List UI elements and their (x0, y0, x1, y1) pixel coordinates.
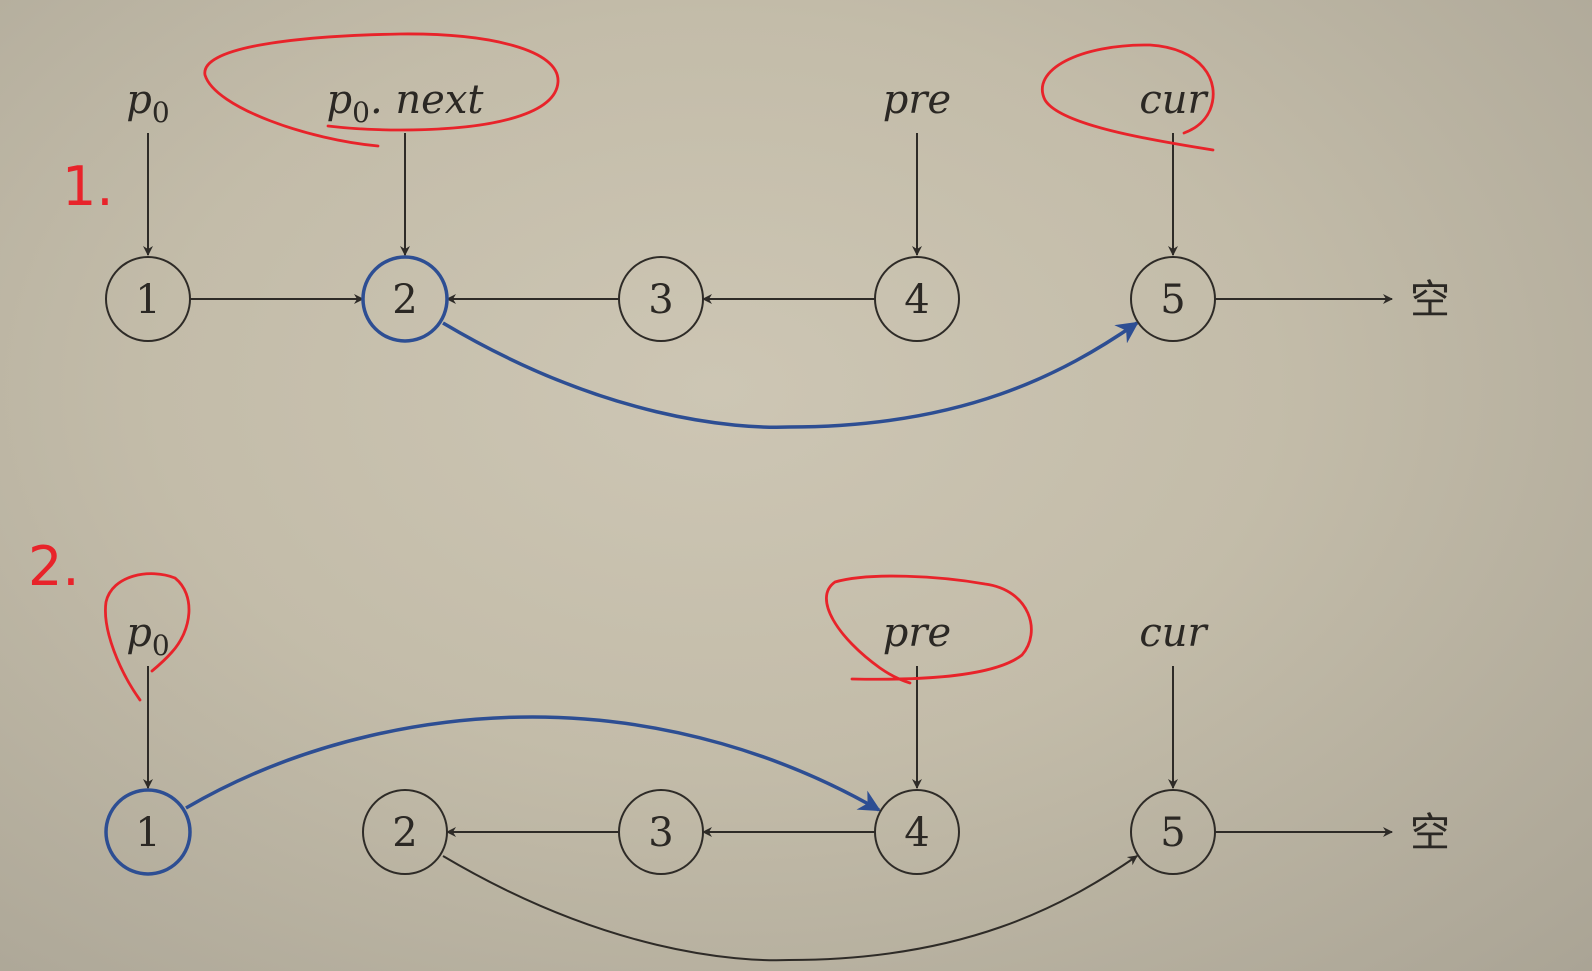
pointer-label: p0 (126, 610, 169, 662)
node-label: 1 (135, 277, 160, 323)
pointer-name: p (327, 77, 353, 123)
node-label: 3 (648, 810, 673, 856)
edge-2-to-5 (442, 855, 1138, 962)
pointer-name: cur (1139, 610, 1209, 656)
null-label: 空 (1410, 277, 1450, 323)
pointer-label: p0. next (327, 77, 485, 129)
pointer-name: pre (883, 610, 951, 656)
null-label: 空 (1410, 810, 1450, 856)
step-number: 1. (62, 155, 114, 218)
annotation-circle (104, 572, 191, 702)
node-circle (874, 789, 960, 875)
node-circle (105, 256, 191, 342)
node-label: 4 (904, 277, 929, 323)
node-circle (618, 256, 704, 342)
node-label: 3 (648, 277, 673, 323)
annotation-circle (1041, 43, 1215, 152)
node-circle (1130, 789, 1216, 875)
highlighted-node-circle (104, 788, 192, 876)
pointer-label: p0 (126, 77, 169, 129)
node-label: 2 (392, 277, 417, 323)
pointer-subscript: 0 (152, 629, 170, 662)
node-circle (874, 256, 960, 342)
pointer-label: pre (883, 610, 951, 656)
node-label: 5 (1160, 277, 1185, 323)
node-label: 5 (1160, 810, 1185, 856)
pointer-suffix: . next (370, 77, 484, 123)
annotation-circle (825, 574, 1033, 685)
pointer-label: cur (1139, 77, 1209, 123)
pointer-label: pre (883, 77, 951, 123)
pointer-label: cur (1139, 610, 1209, 656)
node-label: 4 (904, 810, 929, 856)
step-number: 2. (28, 535, 80, 598)
pointer-name: pre (883, 77, 951, 123)
highlighted-node-circle (361, 255, 449, 343)
annotation-circle (203, 32, 560, 148)
pointer-subscript: 0 (352, 96, 370, 129)
node-label: 1 (135, 810, 160, 856)
pointer-subscript: 0 (152, 96, 170, 129)
node-circle (1130, 256, 1216, 342)
node-circle (618, 789, 704, 875)
diagram-step-2: 2. 1 2 3 4 5 空 p0 pre cur (28, 535, 1450, 962)
edge-1-to-4 (185, 715, 881, 812)
pointer-name: cur (1139, 77, 1209, 123)
node-label: 2 (392, 810, 417, 856)
pointer-name: p (126, 77, 152, 123)
node-circle (362, 789, 448, 875)
edge-2-to-5 (442, 321, 1139, 429)
pointer-name: p (126, 610, 152, 656)
